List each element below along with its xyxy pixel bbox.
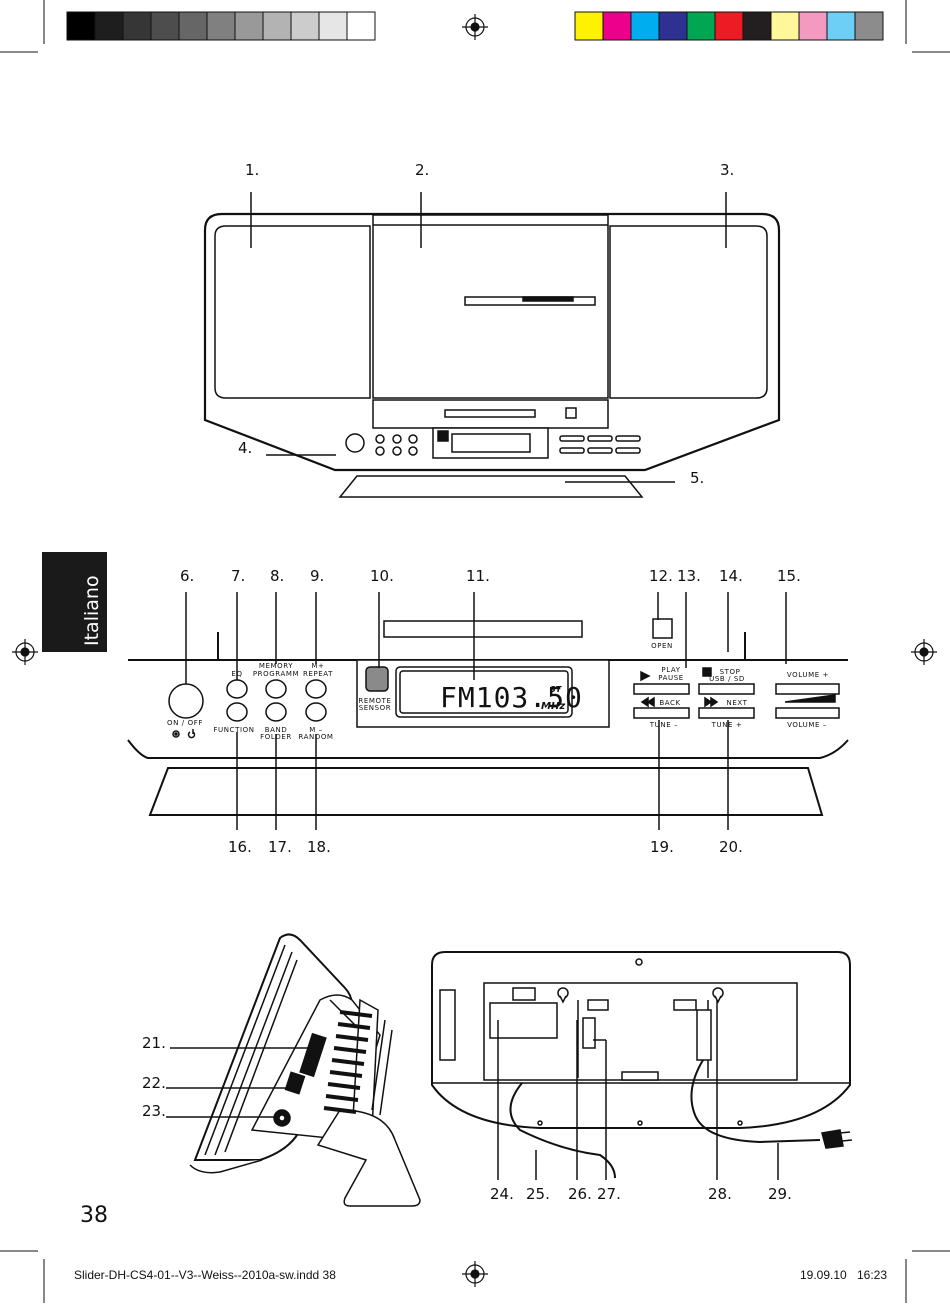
grayscale-swatch [262,11,292,41]
usb-sd-label: USB / SD [709,675,745,683]
function-label: FUNCTION [213,726,254,734]
random-label: RANDOM [298,733,333,741]
process-color-swatch [770,11,800,41]
process-color-swatch [630,11,660,41]
callout-20: 20. [719,838,743,856]
memory-label: MEMORY [259,662,293,670]
grayscale-color-bar [66,11,376,41]
grayscale-swatch [206,11,236,41]
m-minus-label: M – [309,726,323,734]
front-view-figure [203,192,781,498]
callout-7: 7. [231,567,245,585]
callout-27: 27. [597,1185,621,1203]
band-label: BAND [265,726,288,734]
callout-9: 9. [310,567,324,585]
process-color-swatch [602,11,632,41]
callout-29: 29. [768,1185,792,1203]
next-label: NEXT [726,699,747,707]
page-number: 38 [80,1203,108,1228]
footer-time: 16:23 [857,1268,887,1282]
grayscale-swatch [178,11,208,41]
sensor-label: SENSOR [359,704,392,712]
grayscale-swatch [346,11,376,41]
callout-25: 25. [526,1185,550,1203]
process-color-swatch [798,11,828,41]
callout-14: 14. [719,567,743,585]
registration-mark-top [462,14,488,40]
callout-15: 15. [777,567,801,585]
registration-mark-left [12,639,38,665]
remote-label: REMOTE [358,697,391,705]
process-color-bar [574,11,884,41]
back-label: BACK [659,699,680,707]
programm-label: PROGRAMM [253,670,299,678]
footer-date: 19.09.10 [800,1268,847,1282]
callout-13: 13. [677,567,701,585]
volume-minus-label: VOLUME – [787,721,827,729]
grayscale-swatch [150,11,180,41]
display-frequency: FM103.50 [440,681,583,714]
callout-16: 16. [228,838,252,856]
callout-12: 12. [649,567,673,585]
callout-11: 11. [466,567,490,585]
callout-28: 28. [708,1185,732,1203]
callout-22: 22. [142,1074,166,1092]
process-color-swatch [714,11,744,41]
m-plus-label: M+ [311,662,324,670]
callout-1: 1. [245,161,259,179]
callout-18: 18. [307,838,331,856]
callout-3: 3. [720,161,734,179]
callout-8: 8. [270,567,284,585]
play-label: PLAY [661,666,680,674]
grayscale-swatch [66,11,96,41]
display-mhz: MHz [541,701,565,712]
display-stereo: ST [550,685,562,694]
side-view-figure [166,933,421,1207]
callout-6: 6. [180,567,194,585]
callout-24: 24. [490,1185,514,1203]
grayscale-swatch [234,11,264,41]
callout-21: 21. [142,1034,166,1052]
callout-26: 26. [568,1185,592,1203]
grayscale-swatch [122,11,152,41]
process-color-swatch [742,11,772,41]
process-color-swatch [574,11,604,41]
process-color-swatch [686,11,716,41]
callout-2: 2. [415,161,429,179]
callout-19: 19. [650,838,674,856]
callout-10: 10. [370,567,394,585]
lcd-display: FM103.50 ST MHz [440,681,583,714]
tune-plus-label: TUNE + [711,721,743,729]
registration-mark-bottom [462,1261,488,1287]
language-tab [42,552,107,652]
grayscale-swatch [318,11,348,41]
process-color-swatch [658,11,688,41]
callout-4: 4. [238,439,252,457]
grayscale-swatch [290,11,320,41]
open-label: OPEN [651,642,673,650]
repeat-label: REPEAT [303,670,333,678]
callout-5: 5. [690,469,704,487]
eq-label: EQ [231,670,242,678]
callout-17: 17. [268,838,292,856]
pause-label: PAUSE [658,674,684,682]
grayscale-swatch [94,11,124,41]
tune-minus-label: TUNE – [649,721,678,729]
callout-23: 23. [142,1102,166,1120]
side-view-vents [323,1010,373,1114]
on-off-label: ON / OFF [167,719,203,727]
language-tab-label: Italiano [81,575,103,646]
process-color-swatch [826,11,856,41]
footer-filename: Slider-DH-CS4-01--V3--Weiss--2010a-sw.in… [74,1268,336,1282]
stop-label: STOP [720,668,741,676]
control-panel-figure [127,592,849,830]
registration-mark-right [911,639,937,665]
process-color-swatch [854,11,884,41]
rear-view-figure [431,951,853,1180]
volume-plus-label: VOLUME + [787,671,829,679]
folder-label: FOLDER [260,733,292,741]
